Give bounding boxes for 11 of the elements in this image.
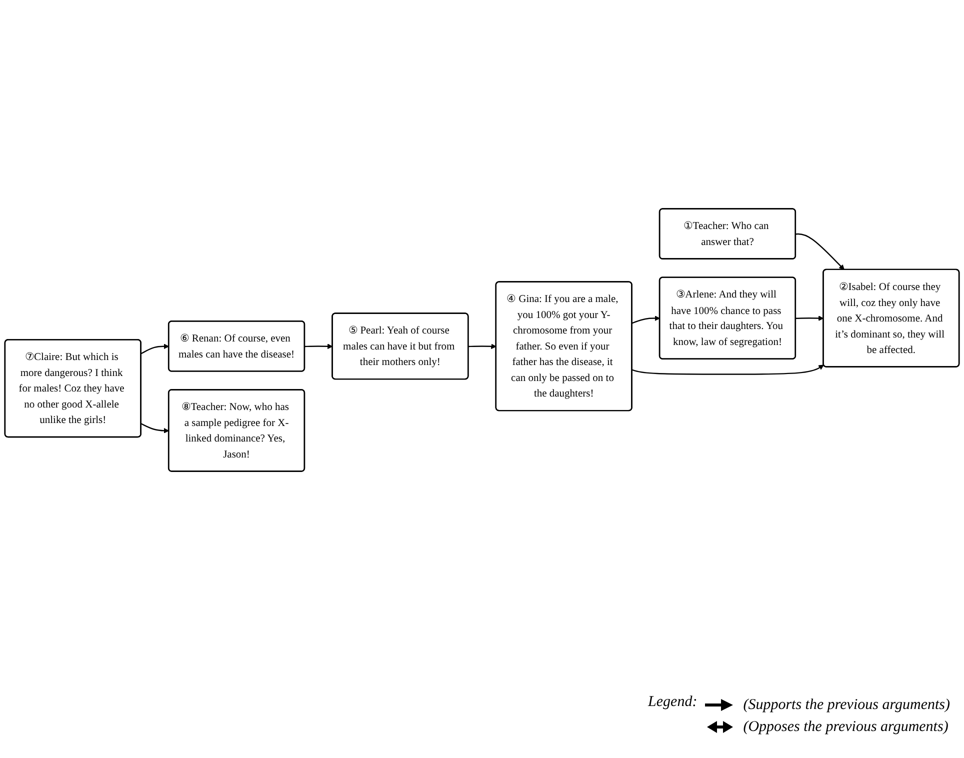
arrow (632, 316, 660, 324)
arrow (140, 423, 170, 434)
arrow (796, 233, 844, 270)
legend-text: (Opposes the previous arguments) (743, 718, 948, 736)
legend-title: Legend: (648, 694, 698, 711)
arrow (140, 344, 170, 354)
arrow (796, 316, 824, 321)
arrow (632, 364, 824, 375)
arrow (468, 344, 496, 350)
arrow (304, 344, 333, 350)
legend-text: (Supports the previous arguments) (743, 696, 950, 714)
